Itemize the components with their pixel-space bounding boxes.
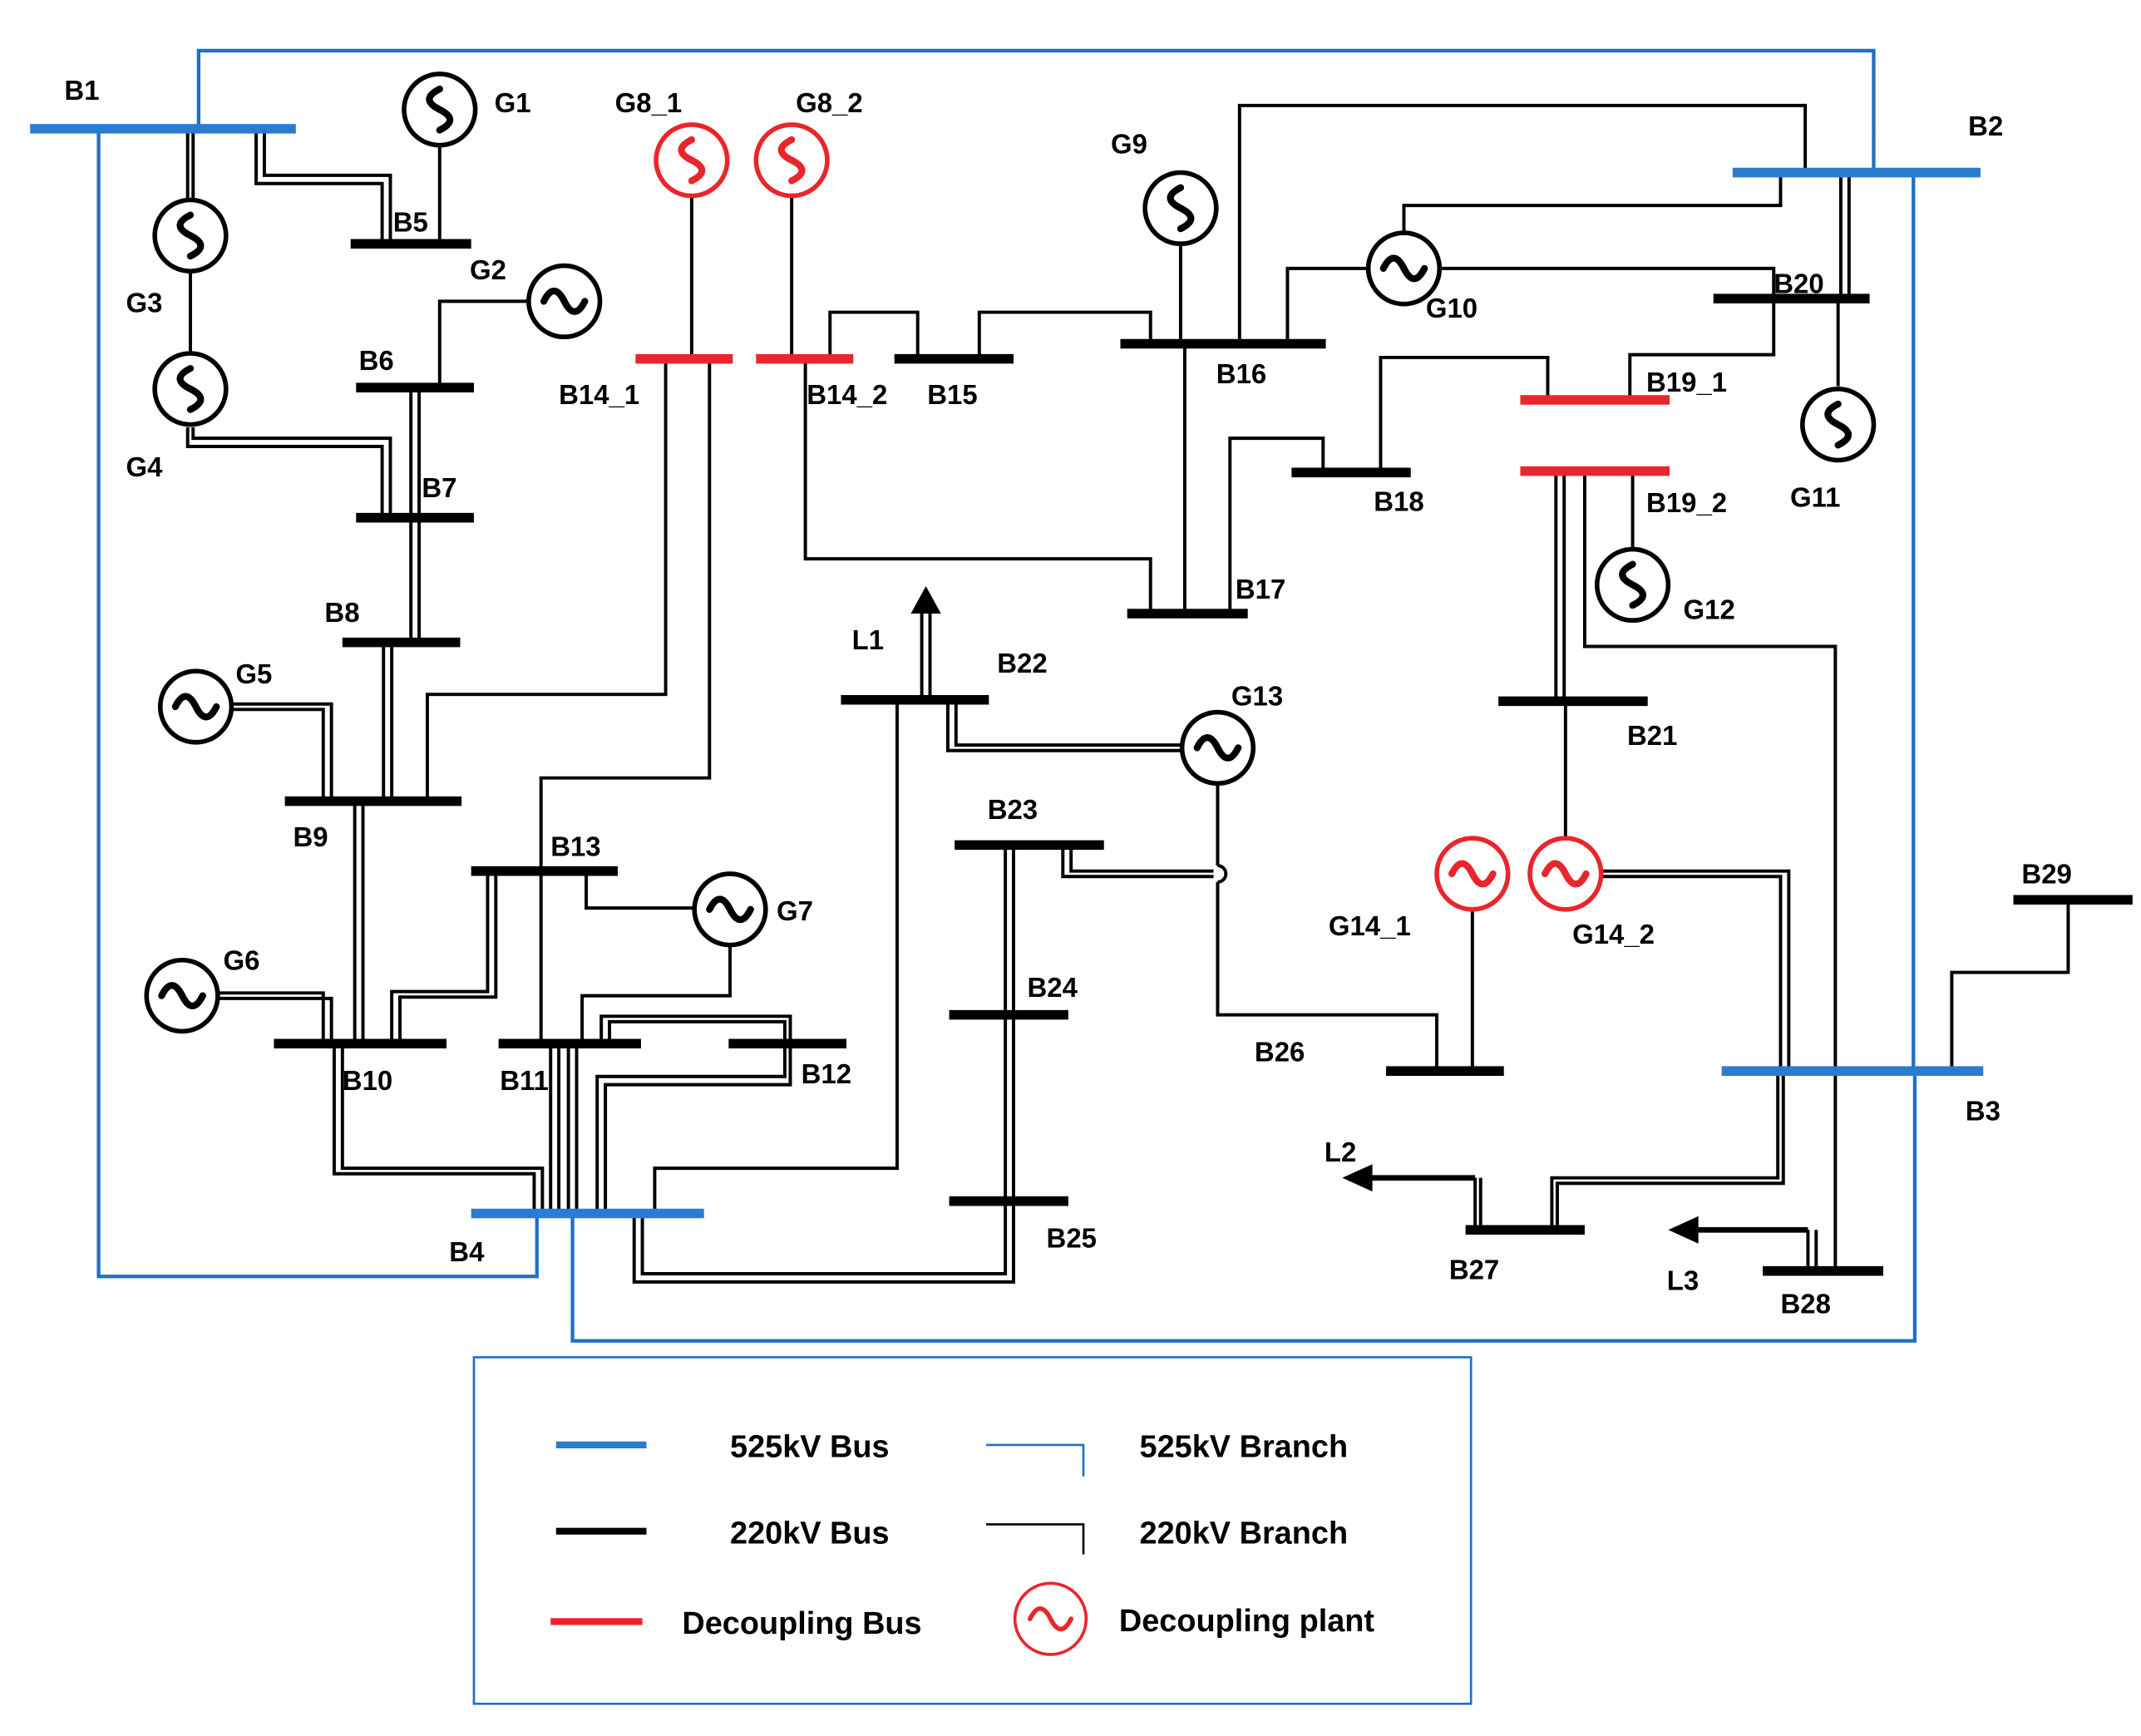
- generator-g14-1-icon: [1434, 836, 1511, 912]
- bus-label-b25: B25: [1047, 1223, 1097, 1254]
- branches-220kv: [185, 103, 2070, 1284]
- legend: 525kV Bus 525kV Branch 220kV Bus 220kV B…: [472, 1356, 1473, 1705]
- bus-label-b8: B8: [324, 597, 359, 628]
- bus-label-b19-1: B19_1: [1646, 367, 1727, 397]
- generator-g1-icon: [402, 72, 478, 148]
- load-label-l3: L3: [1667, 1265, 1699, 1296]
- bus-label-b26: B26: [1255, 1037, 1305, 1068]
- gen-label-g3: G3: [126, 288, 163, 318]
- legend-swatch-branch-220: [986, 1523, 1085, 1555]
- bus-label-b12: B12: [802, 1058, 851, 1089]
- legend-label-bus-220: 220kV Bus: [730, 1517, 890, 1551]
- generator-g8-1-icon: [654, 122, 730, 199]
- gen-label-g2: G2: [470, 254, 506, 285]
- generator-g7-icon: [692, 871, 768, 948]
- gen-label-g1: G1: [495, 87, 531, 118]
- bus-label-b20: B20: [1773, 269, 1823, 299]
- bus-label-b9: B9: [294, 821, 328, 852]
- bus-label-b24: B24: [1027, 972, 1078, 1003]
- gen-label-g8-2: G8_2: [796, 87, 863, 118]
- branch-b1-b4: [96, 128, 539, 1279]
- load-label-l1: L1: [852, 624, 884, 655]
- bus-label-b11: B11: [500, 1065, 549, 1096]
- bus-label-b1: B1: [64, 75, 99, 106]
- load-l3: [1668, 1216, 1808, 1244]
- loads: [910, 586, 1808, 1244]
- branch-b1-b2: [196, 48, 1876, 173]
- bus-label-b15: B15: [927, 379, 977, 410]
- gen-label-g7: G7: [777, 895, 813, 926]
- branches-525kv: [96, 48, 1917, 1343]
- legend-swatch-branch-525: [986, 1443, 1085, 1477]
- load-l2: [1342, 1164, 1476, 1192]
- legend-box: [472, 1356, 1473, 1705]
- bus-label-b4: B4: [449, 1236, 485, 1267]
- bus-label-b29: B29: [2021, 859, 2071, 890]
- bus-label-b19-2: B19_2: [1646, 487, 1727, 518]
- bus-label-b16: B16: [1216, 358, 1266, 389]
- generator-g8-2-icon: [753, 122, 830, 199]
- gen-label-g13: G13: [1231, 680, 1283, 711]
- bus-label-b14-2: B14_2: [807, 379, 887, 410]
- gen-label-g12: G12: [1684, 594, 1735, 625]
- legend-label-bus-525: 525kV Bus: [730, 1430, 890, 1465]
- bus-label-b22: B22: [997, 648, 1047, 678]
- generator-g5-icon: [157, 668, 234, 745]
- buses: [30, 124, 2133, 1276]
- bus-label-b13: B13: [550, 831, 600, 862]
- gen-label-g5: G5: [235, 658, 272, 689]
- gen-label-g8-1: G8_1: [615, 87, 683, 118]
- generator-g9-icon: [1142, 170, 1219, 247]
- generator-g4-icon: [152, 351, 229, 427]
- generator-g10-icon: [1365, 230, 1443, 307]
- bus-label-b21: B21: [1627, 720, 1677, 751]
- generator-g12-icon: [1594, 546, 1671, 624]
- bus-label-b6: B6: [359, 345, 394, 376]
- bus-label-b23: B23: [988, 794, 1038, 825]
- gen-label-g14-1: G14_1: [1329, 910, 1411, 941]
- generator-g13-icon: [1179, 709, 1256, 787]
- gen-label-g14-2: G14_2: [1572, 919, 1655, 949]
- gen-label-g10: G10: [1426, 293, 1477, 323]
- generator-g3-icon: [152, 197, 229, 274]
- legend-label-bus-decoupling: Decoupling Bus: [682, 1606, 921, 1641]
- generator-g6-icon: [144, 957, 220, 1034]
- generators: [144, 72, 1877, 1034]
- bus-label-b28: B28: [1780, 1289, 1830, 1319]
- generator-g11-icon: [1800, 387, 1877, 463]
- load-label-l2: L2: [1325, 1137, 1356, 1167]
- branch-b3-b4: [570, 1071, 1917, 1343]
- labels: B1 B2 B3 B4 B5 B6 B7 B8 B9 B10 B11 B12 B…: [64, 75, 2071, 1319]
- gen-label-g4: G4: [126, 451, 164, 482]
- bus-label-b27: B27: [1449, 1255, 1499, 1285]
- legend-label-plant-decoupling: Decoupling plant: [1119, 1604, 1375, 1639]
- generator-g14-2-icon: [1527, 836, 1604, 912]
- bus-label-b3: B3: [1966, 1095, 2000, 1126]
- bus-label-b5: B5: [393, 206, 428, 237]
- generator-g2-icon: [526, 263, 603, 340]
- bus-label-b18: B18: [1374, 486, 1423, 516]
- legend-swatch-decoupling-plant-icon: [1013, 1581, 1088, 1656]
- load-l1: [910, 586, 941, 614]
- legend-label-branch-220: 220kV Branch: [1140, 1517, 1349, 1551]
- bus-label-b14-1: B14_1: [559, 379, 639, 410]
- bus-label-b10: B10: [343, 1065, 392, 1096]
- bus-label-b2: B2: [1968, 111, 2003, 141]
- legend-label-branch-525: 525kV Branch: [1140, 1430, 1349, 1465]
- gen-label-g11: G11: [1790, 482, 1840, 513]
- bus-label-b7: B7: [422, 472, 456, 503]
- gen-label-g6: G6: [224, 944, 260, 975]
- gen-label-g9: G9: [1111, 128, 1147, 159]
- bus-label-b17: B17: [1236, 574, 1285, 604]
